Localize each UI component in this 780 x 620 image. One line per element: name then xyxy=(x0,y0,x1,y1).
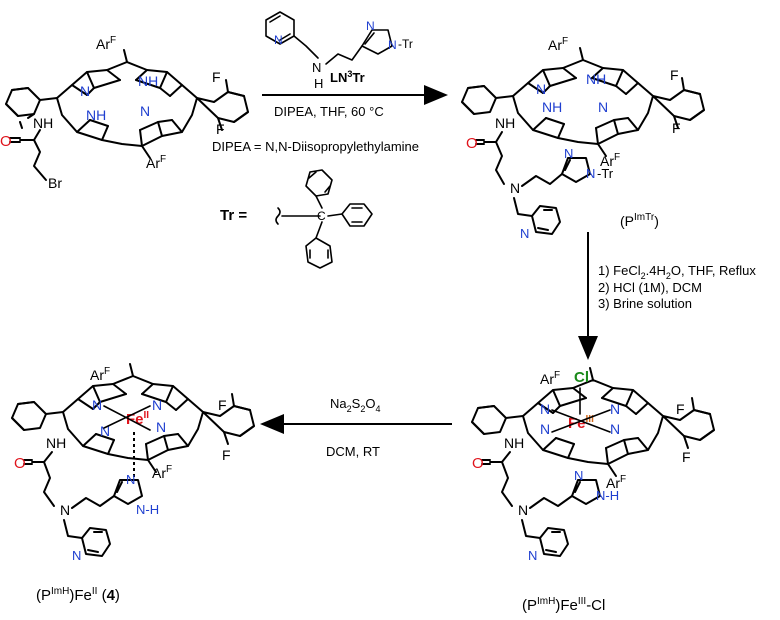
trityl-definition: Tr = C xyxy=(220,169,373,269)
porphyrin-nh-label-2: NH xyxy=(86,107,106,123)
svg-text:N: N xyxy=(540,401,550,417)
svg-text:N: N xyxy=(100,423,110,439)
svg-text:N: N xyxy=(564,146,573,161)
ligand-ln3tr: N N H N N -Tr LN3Tr xyxy=(265,11,413,91)
svg-text:ArF: ArF xyxy=(600,152,620,169)
svg-text:NH: NH xyxy=(46,435,66,451)
svg-text:H: H xyxy=(314,76,323,91)
svg-text:F: F xyxy=(670,67,679,83)
chloride-label: Cl xyxy=(574,369,589,386)
svg-text:ArF: ArF xyxy=(146,154,166,171)
svg-text:N: N xyxy=(510,180,520,196)
porphyrin-nh-label: NH xyxy=(138,73,158,89)
svg-text:F: F xyxy=(222,447,231,463)
svg-text:NH: NH xyxy=(542,99,562,115)
svg-text:F: F xyxy=(676,401,685,417)
svg-text:F: F xyxy=(218,397,227,413)
svg-text:O: O xyxy=(466,135,478,152)
svg-text:ArF: ArF xyxy=(96,35,116,52)
svg-text:F: F xyxy=(212,69,221,85)
svg-text:ArF: ArF xyxy=(540,370,560,387)
svg-text:N: N xyxy=(388,38,397,52)
step2-line3: 3) Brine solution xyxy=(598,296,692,311)
svg-text:N: N xyxy=(274,33,283,47)
porphyrin-n-label: N xyxy=(80,83,90,99)
svg-text:C: C xyxy=(317,209,326,223)
svg-text:N: N xyxy=(366,19,375,33)
svg-text:N: N xyxy=(536,81,546,97)
fe2-compound-label: (PImH)FeII (4) xyxy=(36,586,120,604)
svg-text:N: N xyxy=(312,60,321,75)
step2-line1: 1) FeCl2.4H2O, THF, Reflux xyxy=(598,263,756,281)
svg-text:ArF: ArF xyxy=(152,464,172,481)
svg-text:N: N xyxy=(520,226,529,241)
porphyrin-fe3-cl: ArF Cl N N N N FeIII F F ArF NH O N N N-… xyxy=(471,367,715,614)
svg-text:Tr =: Tr = xyxy=(220,207,247,224)
svg-text:F: F xyxy=(682,449,691,465)
svg-text:NH: NH xyxy=(586,71,606,87)
svg-text:ArF: ArF xyxy=(548,36,568,53)
svg-text:N: N xyxy=(92,397,102,413)
svg-text:N: N xyxy=(540,421,550,437)
svg-text:-Tr: -Tr xyxy=(597,166,614,181)
svg-text:N: N xyxy=(586,166,595,181)
porphyrin-fe2: ArF N N N N FeII F F ArF NH O N N N-H N … xyxy=(11,363,255,604)
svg-text:N: N xyxy=(126,472,135,487)
iron-iii-label: FeIII xyxy=(568,414,594,432)
svg-text:F: F xyxy=(672,120,681,136)
step2-line2: 2) HCl (1M), DCM xyxy=(598,280,702,295)
svg-text:N: N xyxy=(518,502,528,518)
svg-text:N: N xyxy=(72,548,81,563)
svg-text:N: N xyxy=(574,468,583,483)
svg-text:N: N xyxy=(610,401,620,417)
svg-text:N: N xyxy=(60,502,70,518)
svg-text:ArF: ArF xyxy=(606,474,626,491)
bromine-label: Br xyxy=(48,175,62,191)
svg-text:NH: NH xyxy=(33,115,53,131)
svg-text:LN3Tr: LN3Tr xyxy=(330,69,365,85)
svg-text:N: N xyxy=(156,419,166,435)
svg-text:N: N xyxy=(152,397,162,413)
fe3-compound-label: (PImH)FeIII-Cl xyxy=(522,596,605,614)
carbonyl-oxygen: O xyxy=(0,133,12,150)
svg-text:N-H: N-H xyxy=(136,502,159,517)
porphyrin-n-label-2: N xyxy=(140,103,150,119)
svg-text:O: O xyxy=(14,455,26,472)
starting-porphyrin: ArF N NH NH N F F ArF NH O Br xyxy=(0,35,249,191)
svg-text:O: O xyxy=(472,455,484,472)
svg-text:(PImTr): (PImTr) xyxy=(620,212,659,229)
svg-text:N: N xyxy=(610,421,620,437)
svg-text:NH: NH xyxy=(495,115,515,131)
svg-text:N-H: N-H xyxy=(596,488,619,503)
svg-text:N: N xyxy=(528,548,537,563)
svg-text:-Tr: -Tr xyxy=(398,37,413,51)
porphyrin-imtr: ArF N NH NH N F F ArF NH O N N N -Tr N (… xyxy=(461,36,705,241)
step1-conditions: DIPEA, THF, 60 °C xyxy=(274,104,384,119)
svg-text:ArF: ArF xyxy=(90,366,110,383)
svg-text:NH: NH xyxy=(504,435,524,451)
dipea-definition: DIPEA = N,N-Diisopropylethylamine xyxy=(212,139,419,154)
svg-text:F: F xyxy=(216,121,225,137)
step3-reagent: Na2S2O4 xyxy=(330,396,380,414)
svg-text:N: N xyxy=(598,99,608,115)
step3-conditions: DCM, RT xyxy=(326,444,380,459)
